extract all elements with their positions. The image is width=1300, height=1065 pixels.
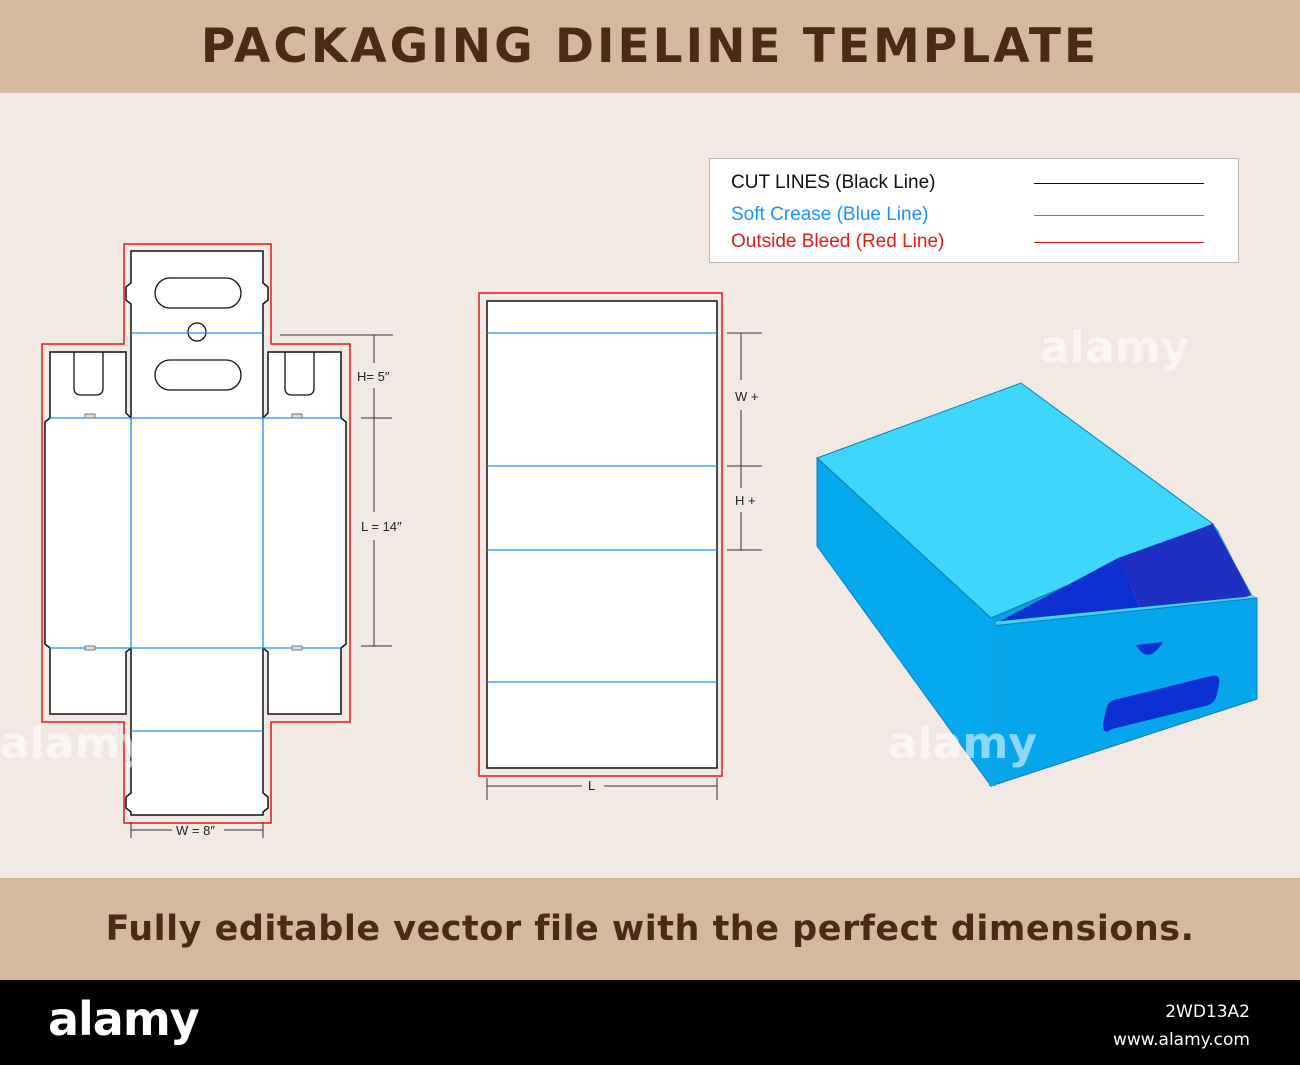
line-legend: CUT LINES (Black Line) Soft Crease (Blue… xyxy=(709,158,1239,263)
cut-outline-left xyxy=(44,250,347,816)
drawer-thumb-notch xyxy=(1136,642,1163,655)
hang-hole xyxy=(187,322,207,342)
dim-length-label: L = 14″ xyxy=(361,519,402,534)
drawer-front-window xyxy=(1103,675,1220,732)
legend-label-cut: CUT LINES (Black Line) xyxy=(731,172,936,193)
page-title: PACKAGING DIELINE TEMPLATE xyxy=(200,19,1100,74)
legend-line-bleed xyxy=(1034,242,1204,243)
right-flap-notch xyxy=(284,352,315,396)
legend-item-crease: Soft Crease (Blue Line) xyxy=(710,202,1238,228)
bleed-outline-left xyxy=(41,243,351,824)
footer-banner: Fully editable vector file with the perf… xyxy=(0,878,1300,980)
legend-line-cut xyxy=(1034,183,1204,184)
stock-site-link[interactable]: www.alamy.com xyxy=(1112,1030,1250,1050)
handle-slot-top xyxy=(154,277,242,309)
crease-lines-middle xyxy=(487,332,717,683)
handle-slot-bottom xyxy=(154,359,242,391)
legend-label-bleed: Outside Bleed (Red Line) xyxy=(731,231,945,252)
image-id: 2WD13A2 xyxy=(1165,1002,1250,1022)
left-flap-notch xyxy=(73,352,104,396)
legend-item-bleed: Outside Bleed (Red Line) xyxy=(710,229,1238,255)
legend-item-cut: CUT LINES (Black Line) xyxy=(710,170,1238,196)
legend-label-crease: Soft Crease (Blue Line) xyxy=(731,204,929,225)
dim-height-label: H= 5″ xyxy=(357,369,390,384)
footer-tagline: Fully editable vector file with the perf… xyxy=(105,909,1195,949)
box-3d-illustration xyxy=(816,382,1258,788)
cut-outline-middle xyxy=(486,300,718,769)
dimension-lines-left xyxy=(130,334,393,838)
stock-id-block: 2WD13A2 www.alamy.com xyxy=(1113,998,1250,1054)
dim-width-label: W = 8″ xyxy=(176,823,215,838)
sleeve-front-edge xyxy=(989,618,996,786)
bleed-outline-middle xyxy=(478,292,723,777)
stock-logo[interactable]: alamy xyxy=(48,992,200,1046)
dimension-lines-middle xyxy=(486,332,762,800)
dim-length-label-middle: L xyxy=(588,778,595,793)
dim-h-plus-label: H + xyxy=(735,493,756,508)
header-banner: PACKAGING DIELINE TEMPLATE xyxy=(0,0,1300,93)
stock-info-bar: alamy 2WD13A2 www.alamy.com xyxy=(0,980,1300,1065)
dieline-middle: W + H + L xyxy=(478,292,762,800)
dim-w-plus-label: W + xyxy=(735,389,758,404)
dieline-left: H= 5″ L = 14″ W = 8″ xyxy=(41,243,402,838)
tab-ticks-left xyxy=(84,413,303,651)
legend-line-crease xyxy=(1034,215,1204,216)
